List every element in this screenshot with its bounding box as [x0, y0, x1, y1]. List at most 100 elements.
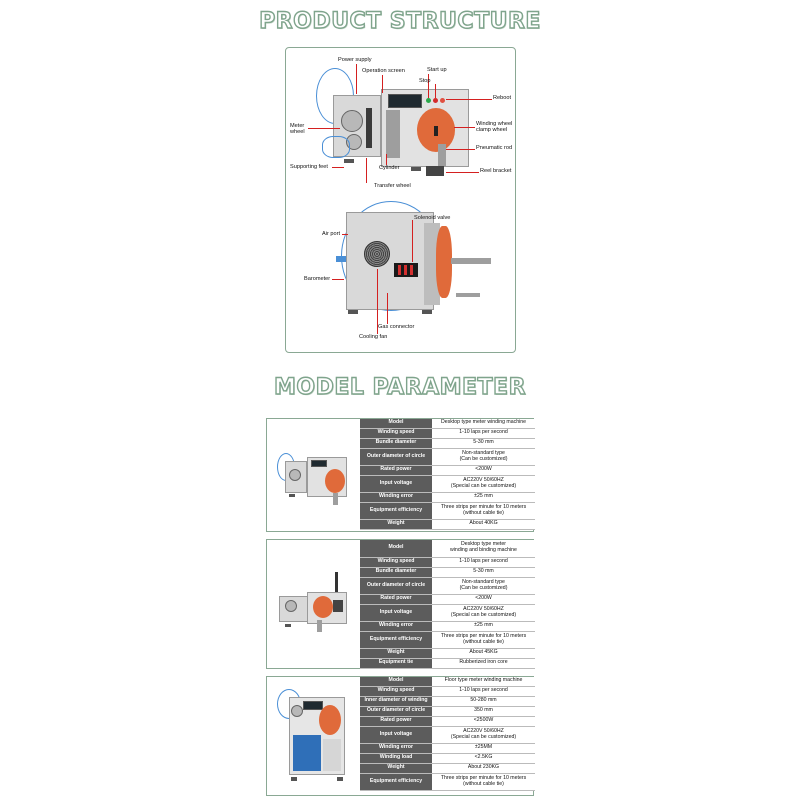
param-value: About 230KG [432, 763, 535, 774]
label-operation-screen: Operation screen [362, 68, 405, 74]
param-key: Bundle diameter [360, 567, 432, 578]
param-value: ±25 mm [432, 621, 535, 632]
param-key: Winding error [360, 621, 432, 632]
param-value: 5-30 mm [432, 438, 535, 449]
param-key: Rated power [360, 594, 432, 605]
label-solenoid-valve: Solenoid valve [414, 215, 451, 221]
machine-thumbnail-image [267, 677, 360, 795]
label-cooling-fan: Cooling fan [359, 334, 388, 340]
table-row: Rated power<200W [360, 594, 535, 605]
param-key: Winding speed [360, 428, 432, 439]
param-key: Input voltage [360, 726, 432, 744]
model-parameter-title: MODEL PARAMETER [273, 374, 527, 400]
param-key: Rated power [360, 716, 432, 727]
param-value: 50-280 mm [432, 696, 535, 707]
label-meter-wheel: Meter wheel [290, 123, 305, 135]
param-value: <200W [432, 594, 535, 605]
table-row: Winding error±25MM [360, 743, 535, 754]
param-key: Input voltage [360, 475, 432, 493]
product-structure-panel: Power supply Operation screen Start up S… [285, 47, 516, 353]
param-value: 1-10 laps per second [432, 428, 535, 439]
label-pneumatic-rod: Pneumatic rod [476, 145, 513, 151]
label-reboot: Reboot [493, 95, 512, 101]
param-key: Winding speed [360, 557, 432, 568]
param-value: About 40KG [432, 519, 535, 530]
param-value: 1-10 laps per second [432, 557, 535, 568]
param-value: Non-standard type (Can be customized) [432, 448, 535, 466]
param-key: Weight [360, 763, 432, 774]
param-value: AC220V 50/60HZ (Special can be customize… [432, 604, 535, 622]
label-supporting-feet: Supporting feet [290, 164, 328, 170]
param-value: Desktop type meter winding machine [432, 419, 535, 429]
param-key: Winding error [360, 743, 432, 754]
param-key: Rated power [360, 465, 432, 476]
label-reel-bracket: Reel bracket [480, 168, 512, 174]
param-value: Desktop type meter winding and binding m… [432, 540, 535, 558]
param-value: 350 mm [432, 706, 535, 717]
param-key: Equipment efficiency [360, 631, 432, 649]
param-value: Rubberized iron core [432, 658, 535, 669]
param-value: Three strips per minute for 10 meters (w… [432, 502, 535, 520]
param-value: <200W [432, 465, 535, 476]
param-value: <2500W [432, 716, 535, 727]
param-value: <2.5KG [432, 753, 535, 764]
product-structure-title: PRODUCT STRUCTURE [258, 8, 541, 34]
param-key: Equipment tie [360, 658, 432, 669]
param-key: Winding speed [360, 686, 432, 697]
param-value: Floor type meter winding machine [432, 677, 535, 687]
label-air-port: Air port [322, 231, 341, 237]
param-value: ±25 mm [432, 492, 535, 503]
param-value: About 45KG [432, 648, 535, 659]
label-stop: Stop [419, 78, 431, 84]
label-cylinder: Cylinder [379, 165, 400, 171]
param-key: Model [360, 677, 432, 687]
param-value: ±25MM [432, 743, 535, 754]
param-key: Outer diameter of circle [360, 448, 432, 466]
param-value: Three strips per minute for 10 meters (w… [432, 631, 535, 649]
table-row: Winding error±25 mm [360, 492, 535, 503]
table-row: Rated power<2500W [360, 716, 535, 727]
param-key: Weight [360, 519, 432, 530]
param-key: Model [360, 540, 432, 558]
label-barometer: Barometer [304, 276, 331, 282]
param-key: Model [360, 419, 432, 429]
label-start-up: Start up [427, 67, 447, 73]
param-key: Equipment efficiency [360, 773, 432, 791]
param-key: Inner diameter of winding [360, 696, 432, 707]
param-key: Winding error [360, 492, 432, 503]
label-gas-connector: Gas connector [378, 324, 415, 330]
param-key: Input voltage [360, 604, 432, 622]
table-row: Winding error±25 mm [360, 621, 535, 632]
param-key: Equipment efficiency [360, 502, 432, 520]
param-value: AC220V 50/60HZ (Special can be customize… [432, 475, 535, 493]
param-key: Bundle diameter [360, 438, 432, 449]
table-row: Winding load<2.5KG [360, 753, 535, 764]
machine-thumbnail-image [267, 540, 360, 668]
